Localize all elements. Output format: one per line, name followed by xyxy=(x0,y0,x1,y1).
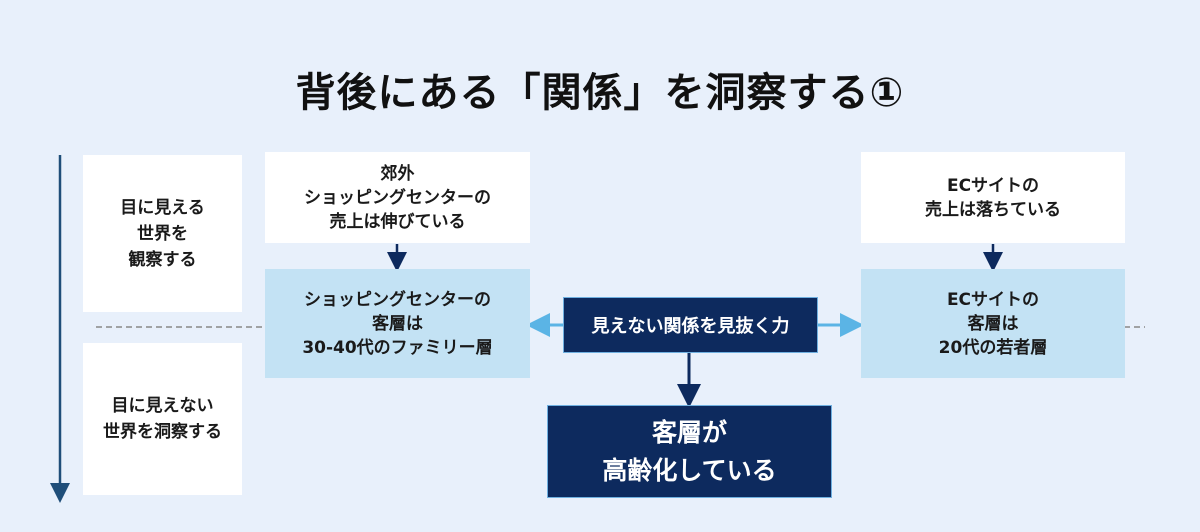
left-bottom-observation: ショッピングセンターの 客層は 30-40代のファミリー層 xyxy=(265,269,530,378)
visible-world-label: 目に見える 世界を 観察する xyxy=(83,155,242,312)
insight-result-box: 客層が 高齢化している xyxy=(547,405,832,498)
insight-ability-box: 見えない関係を見抜く力 xyxy=(563,297,818,353)
right-bottom-observation: ECサイトの 客層は 20代の若者層 xyxy=(861,269,1125,378)
page-title: 背後にある「関係」を洞察する① xyxy=(295,70,905,116)
left-top-observation: 郊外 ショッピングセンターの 売上は伸びている xyxy=(265,152,530,243)
invisible-world-label: 目に見えない 世界を洞察する xyxy=(83,343,242,495)
right-top-observation: ECサイトの 売上は落ちている xyxy=(861,152,1125,243)
